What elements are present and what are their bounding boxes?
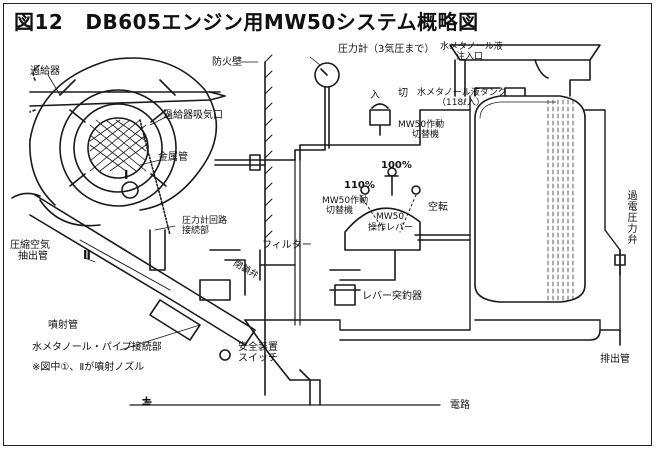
firewall-drawing <box>264 54 273 396</box>
lever-switch-line-2: 切替機 <box>326 206 354 216</box>
pressure-gauge-label: 圧力計（3気圧まで） <box>338 44 435 55</box>
power-110-label: 110% <box>344 180 375 191</box>
tank-line-2: （118ℓ入） <box>437 98 485 108</box>
fill-port-line-2: 注入口 <box>456 52 484 62</box>
lever-switch-line-1: MW50作動 <box>322 196 369 206</box>
tank-line-1: 水メタノール液タンク <box>417 88 507 98</box>
safety-switch-label: 安全装置 スイッチ <box>238 342 278 364</box>
filter-label: フィルター <box>262 240 312 251</box>
circuit-label: 電路 <box>450 400 470 411</box>
tank-label: 水メタノール液タンク （118ℓ入） <box>417 88 507 108</box>
pipe-network <box>214 87 626 346</box>
turbocharger-drawing <box>11 57 226 227</box>
safety-switch-line-2: スイッチ <box>238 353 278 364</box>
intake-label: 過給器吸気口 <box>163 110 223 121</box>
leader-lines <box>47 56 321 351</box>
mw50-switch-label: MW50作動 切替機 <box>398 120 444 140</box>
drain-label: 排出管 <box>600 354 630 365</box>
lever-switch-label: MW50作動 切替機 <box>322 196 368 216</box>
safety-switch-line-1: 安全装置 <box>238 342 278 353</box>
turbocharger-label: 過給器 <box>30 66 60 77</box>
switch-box-drawing <box>369 103 391 136</box>
tank-drawing <box>449 44 601 303</box>
nozzle-note: ※図中①、Ⅱが噴射ノズル <box>32 362 145 373</box>
switch-off-label: 切 <box>398 88 408 99</box>
switch-on-label: 入 <box>370 90 380 101</box>
nozzle-1-label: Ⅰ <box>124 168 129 182</box>
compressed-air-line-1: 圧縮空気 <box>10 240 50 251</box>
injection-pipe-label: 噴射管 <box>48 320 78 331</box>
electrical-circuit <box>129 369 441 406</box>
polarity-sign: ± <box>141 394 152 409</box>
fill-port-line-1: 水メタノール液 <box>440 42 503 52</box>
figure-number: 図12 <box>14 10 64 34</box>
lever-drawing <box>329 167 421 306</box>
figure-frame <box>3 3 652 446</box>
firewall-label: 防火壁 <box>212 57 242 68</box>
mw50-switch-line-1: MW50作動 <box>398 120 445 130</box>
engine-injection-drawing <box>29 119 296 381</box>
compressed-air-label: 圧縮空気 抽出管 <box>10 240 50 262</box>
figure-title-text: DB605エンジン用MW50システム概略図 <box>85 10 479 34</box>
figure-title: 図12 DB605エンジン用MW50システム概略図 <box>14 6 479 35</box>
pipe-connection-label: 水メタノール・パイプ接続部 <box>32 342 162 353</box>
idle-label: 空転 <box>428 202 448 213</box>
lever-label: 操作レバー <box>368 223 414 233</box>
lever-title-label: MW50 <box>376 212 405 222</box>
gauge-circuit-line-1: 圧力計回路 <box>182 216 228 226</box>
gauge-circuit-label: 圧力計回路 接続部 <box>182 216 227 236</box>
lever-lock-label: レバー突釣器 <box>362 291 422 302</box>
metal-pipe-label: 金属管 <box>158 152 188 163</box>
mw50-switch-line-2: 切替機 <box>412 130 440 140</box>
nozzle-2-label: Ⅱ <box>83 248 91 262</box>
pressure-gauge-drawing <box>294 62 340 161</box>
gauge-circuit-line-2: 接続部 <box>182 226 210 236</box>
fill-port-label: 水メタノール液 注入口 <box>440 42 503 62</box>
compressed-air-line-2: 抽出管 <box>18 251 48 262</box>
power-100-label: 100% <box>381 160 412 171</box>
relief-valve-label: 過電圧力弁 <box>625 190 636 245</box>
